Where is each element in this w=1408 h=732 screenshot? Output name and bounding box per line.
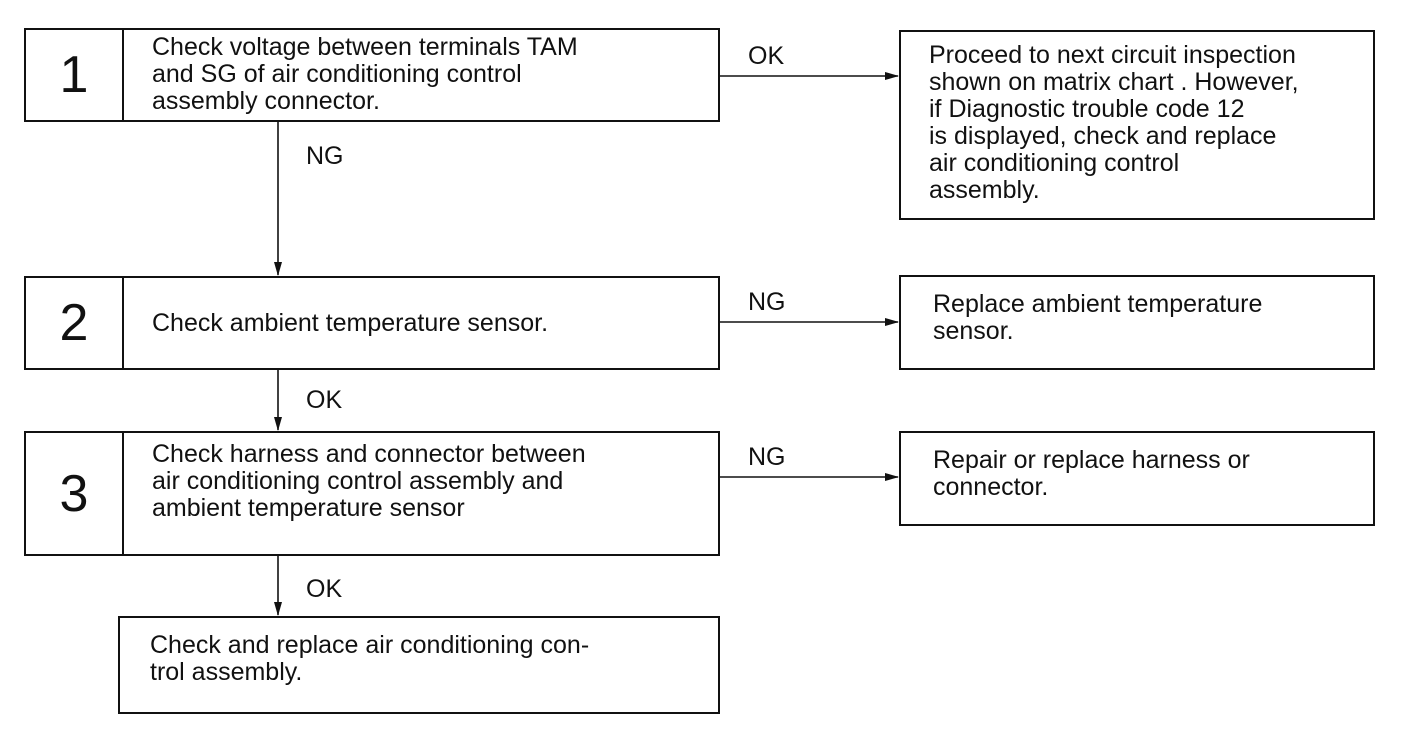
result-2-text: Replace ambient temperature sensor. <box>933 290 1263 345</box>
step-3-box: 3 Check harness and connector between ai… <box>24 431 720 556</box>
step-1-text: Check voltage between terminals TAM and … <box>152 33 578 115</box>
result-1-box: Proceed to next circuit inspection shown… <box>899 30 1375 220</box>
result-2-box: Replace ambient temperature sensor. <box>899 275 1375 370</box>
result-1-text: Proceed to next circuit inspection shown… <box>929 41 1299 204</box>
label-step2-ok: OK <box>306 386 343 414</box>
label-step3-ng: NG <box>748 443 786 471</box>
label-step3-ok: OK <box>306 575 343 603</box>
step-2-text: Check ambient temperature sensor. <box>152 308 549 337</box>
label-step1-ng: NG <box>306 142 344 170</box>
result-3-box: Repair or replace harness or connector. <box>899 431 1375 526</box>
result-3-text: Repair or replace harness or connector. <box>933 446 1250 501</box>
label-step1-ok: OK <box>748 42 785 70</box>
final-action-box: Check and replace air conditioning con- … <box>118 616 720 714</box>
step-2-box: 2 Check ambient temperature sensor. <box>24 276 720 370</box>
final-action-text: Check and replace air conditioning con- … <box>150 631 590 686</box>
label-step2-ng: NG <box>748 288 786 316</box>
step-3-number: 3 <box>26 433 124 554</box>
step-1-box: 1 Check voltage between terminals TAM an… <box>24 28 720 122</box>
step-2-number: 2 <box>26 278 124 368</box>
step-3-text: Check harness and connector between air … <box>152 440 586 522</box>
step-1-number: 1 <box>26 30 124 120</box>
